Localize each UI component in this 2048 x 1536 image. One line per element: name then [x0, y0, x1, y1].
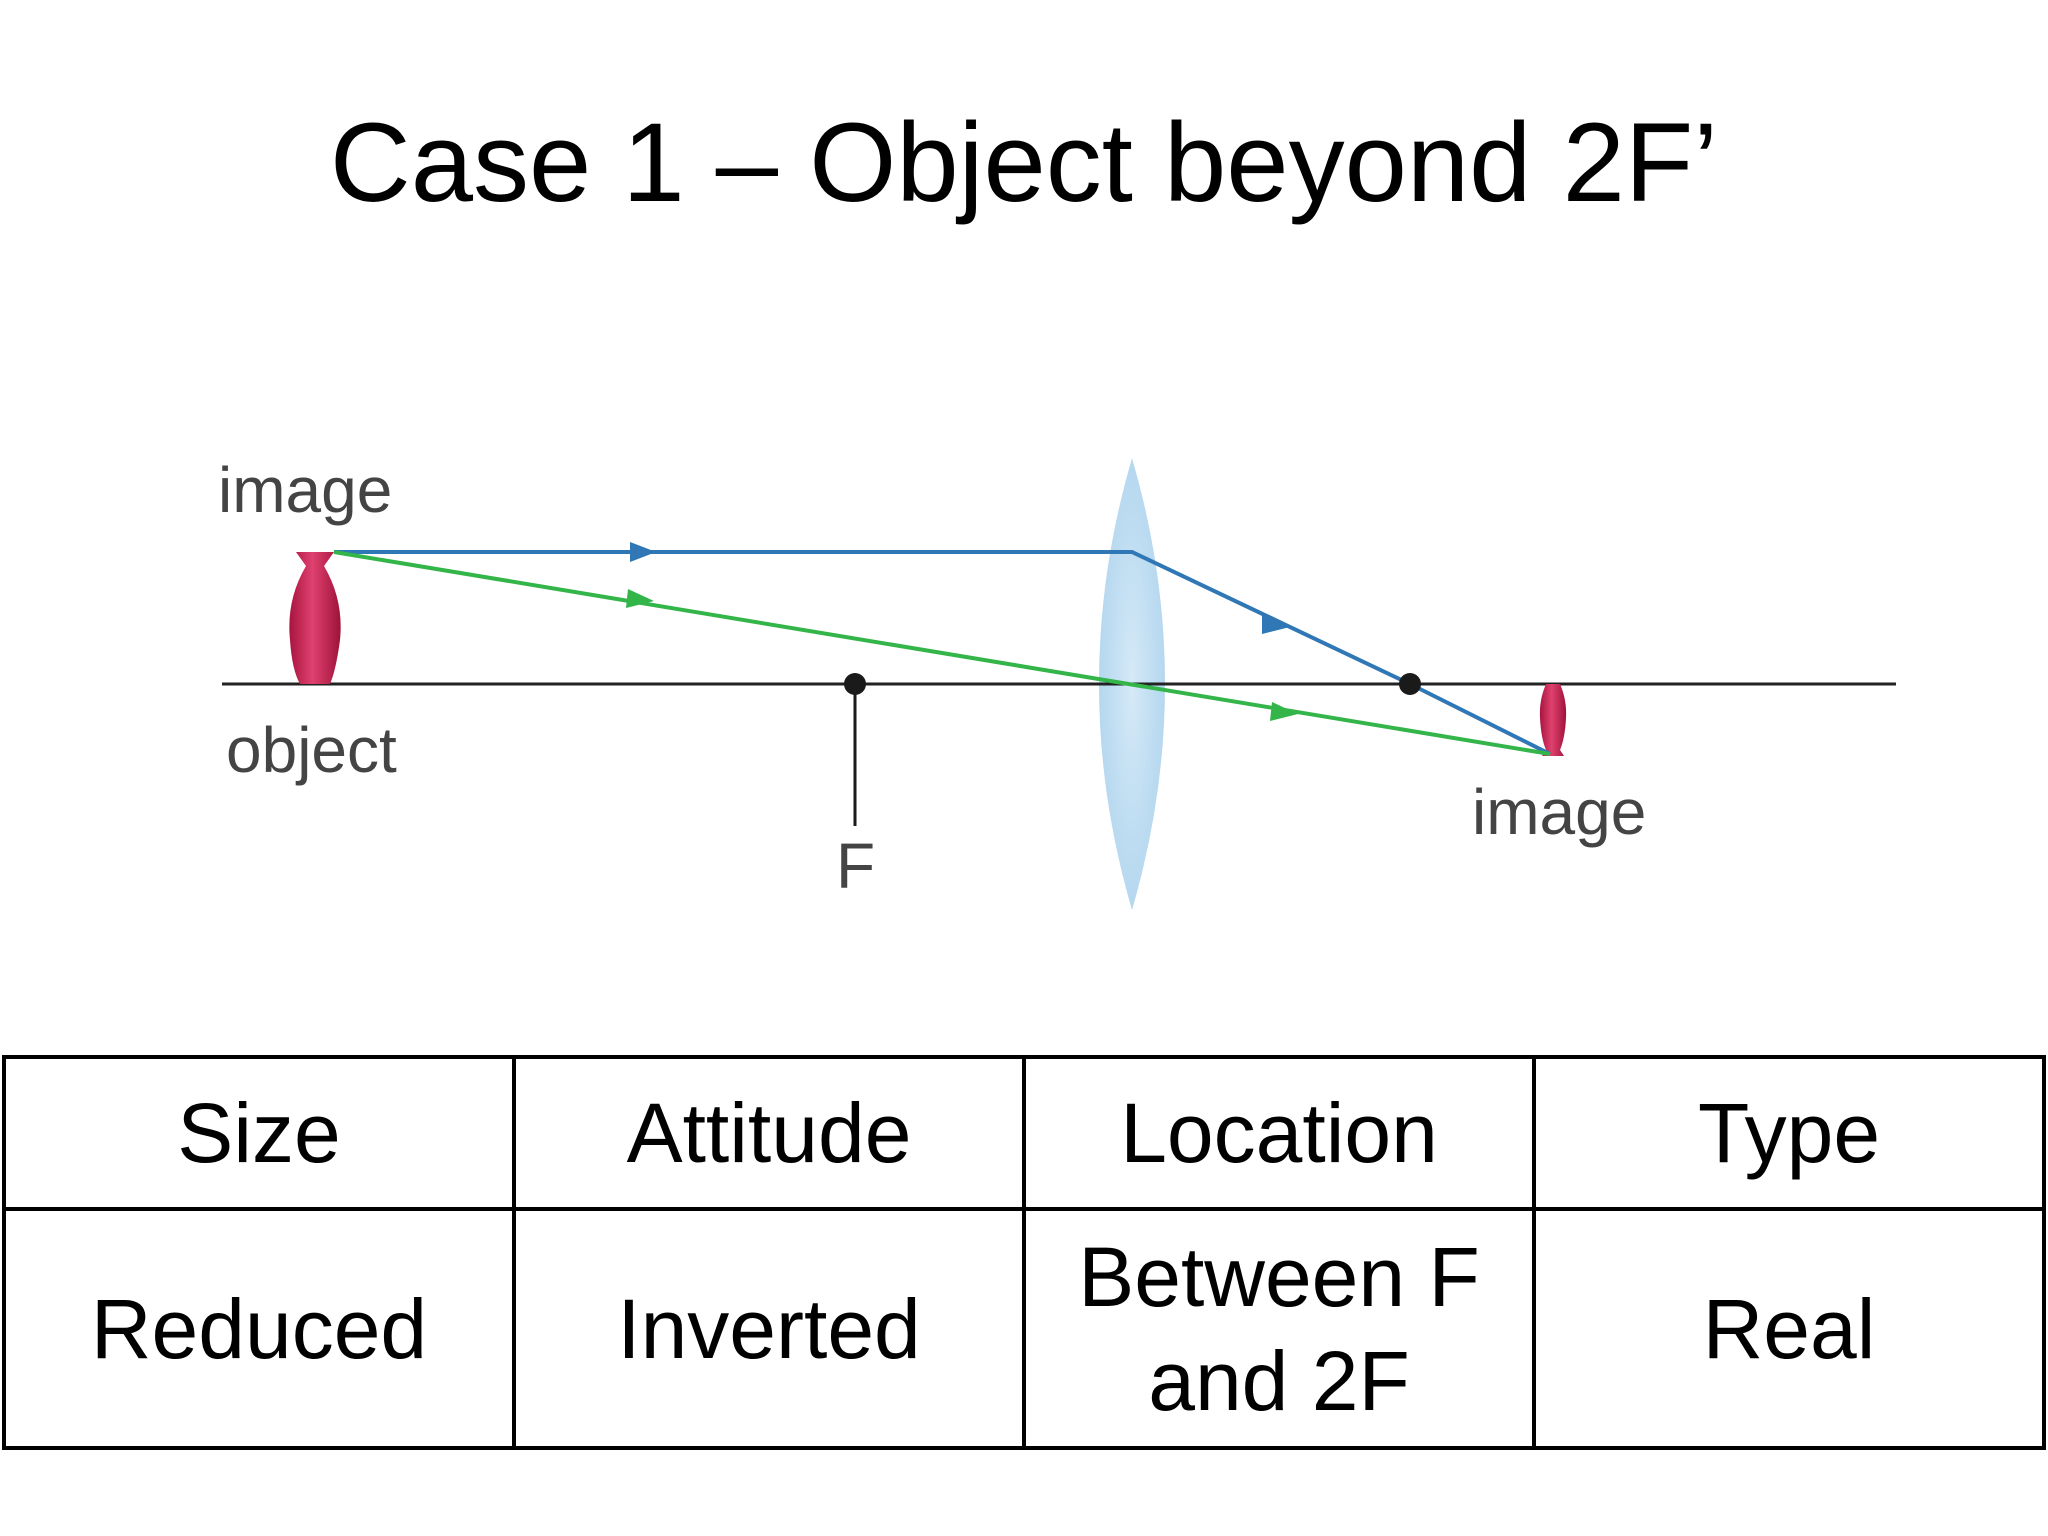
value-size-text: Reduced	[90, 1281, 428, 1376]
header-type: Type	[1532, 1055, 2046, 1211]
image-vase	[1539, 684, 1567, 756]
center-ray-arrow-2	[1270, 702, 1298, 721]
value-type-text: Real	[1702, 1281, 1876, 1376]
value-attitude-text: Inverted	[617, 1281, 921, 1376]
parallel-ray-arrow-1	[630, 542, 656, 562]
table-header-row: Size Attitude Location Type	[2, 1055, 2046, 1211]
object-vase	[289, 552, 341, 684]
value-location: Between F and 2F	[1022, 1207, 1536, 1450]
value-type: Real	[1532, 1207, 2046, 1450]
value-attitude: Inverted	[512, 1207, 1026, 1450]
header-location: Location	[1022, 1055, 1536, 1211]
image-label-bottom: image	[1472, 776, 1646, 848]
center-ray	[333, 550, 1551, 756]
image-properties-table: Size Attitude Location Type Reduced Inve…	[2, 1055, 2046, 1450]
table-row: Reduced Inverted Between F and 2F Real	[2, 1207, 2046, 1450]
image-label-top: image	[218, 454, 392, 526]
value-location-line-1: Between F	[1078, 1229, 1480, 1324]
parallel-ray-arrow-2	[1262, 614, 1290, 634]
object-label: object	[226, 714, 397, 786]
focal-point-label: F	[836, 830, 875, 902]
value-location-line-2: and 2F	[1148, 1333, 1410, 1428]
focal-point-dot-right	[1399, 673, 1421, 695]
parallel-ray	[334, 542, 1551, 756]
header-attitude: Attitude	[512, 1055, 1026, 1211]
header-size: Size	[2, 1055, 516, 1211]
slide-title: Case 1 – Object beyond 2F’	[329, 100, 1719, 225]
center-ray-arrow-1	[626, 589, 654, 608]
value-size: Reduced	[2, 1207, 516, 1450]
